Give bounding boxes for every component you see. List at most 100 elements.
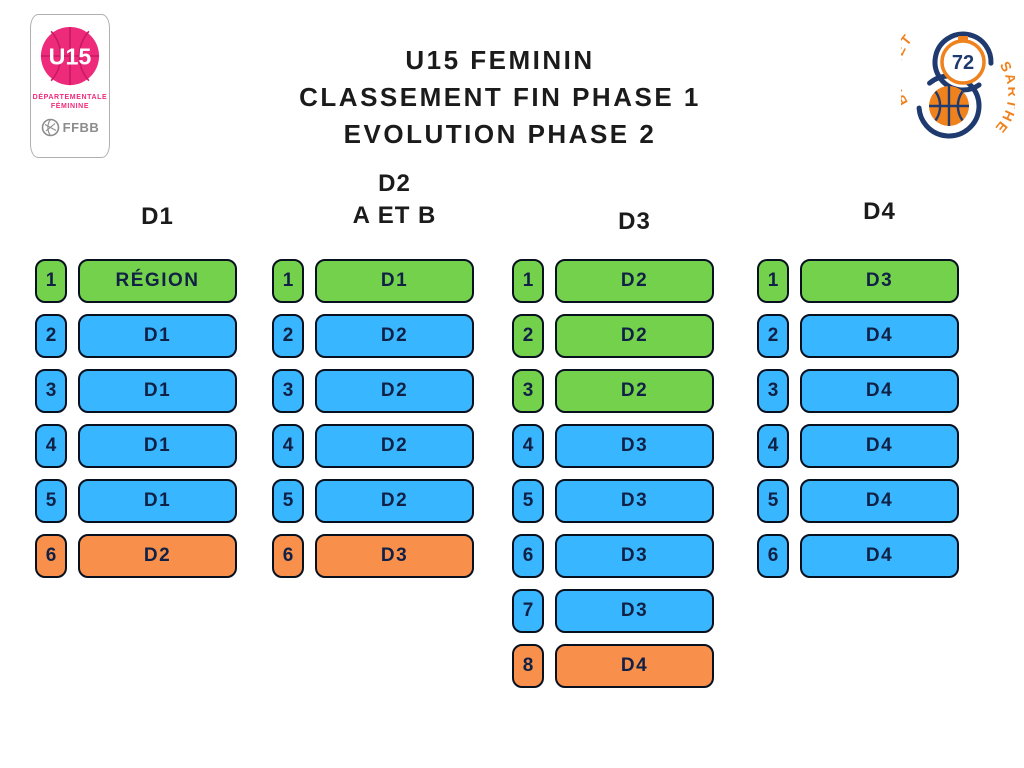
column-header-line: D1	[141, 203, 174, 230]
s-bottom-loop	[916, 73, 982, 139]
rank-cell: 4	[272, 424, 304, 468]
destination-cell: D2	[555, 314, 714, 358]
basket-sarthe-72-logo: 72 BASKET SARTHE	[886, 18, 1019, 146]
rank-cell: 7	[512, 589, 544, 633]
column-rows: 1 D1 2 D2 3 D2 4 D2 5 D2 6 D3	[272, 259, 474, 578]
column-header: D1	[78, 201, 237, 233]
destination-cell: D3	[800, 259, 959, 303]
rank-cell: 1	[512, 259, 544, 303]
destination-cell: D4	[555, 644, 714, 688]
rank-cell: 3	[512, 369, 544, 413]
standing-row: 1 D1	[272, 259, 474, 303]
standing-row: 2 D1	[35, 314, 237, 358]
rank-cell: 3	[272, 369, 304, 413]
u15-badge-text: U15	[49, 44, 92, 70]
rank-cell: 4	[757, 424, 789, 468]
rank-cell: 4	[35, 424, 67, 468]
destination-cell: D4	[800, 479, 959, 523]
column-rows: 1 D2 2 D2 3 D2 4 D3 5 D3 6 D3 7 D3 8 D4	[512, 259, 714, 688]
standing-row: 7 D3	[512, 589, 714, 633]
rank-cell: 5	[512, 479, 544, 523]
standing-row: 3 D1	[35, 369, 237, 413]
standing-row: 6 D2	[35, 534, 237, 578]
rank-cell: 6	[757, 534, 789, 578]
u15-basketball-icon: U15	[39, 25, 101, 87]
standing-row: 4 D3	[512, 424, 714, 468]
rank-cell: 5	[757, 479, 789, 523]
destination-cell: D3	[555, 534, 714, 578]
destination-cell: D1	[78, 369, 237, 413]
destination-cell: RÉGION	[78, 259, 237, 303]
rank-cell: 3	[35, 369, 67, 413]
page-title: U15 FEMININ CLASSEMENT FIN PHASE 1 EVOLU…	[190, 42, 810, 153]
rank-cell: 1	[272, 259, 304, 303]
destination-cell: D1	[78, 479, 237, 523]
column-rows: 1 D3 2 D4 3 D4 4 D4 5 D4 6 D4	[757, 259, 959, 578]
standing-row: 6 D3	[512, 534, 714, 578]
column-header-line: D3	[618, 208, 651, 235]
standing-row: 1 D3	[757, 259, 959, 303]
standing-row: 3 D4	[757, 369, 959, 413]
ffbb-logo: FFBB	[41, 118, 100, 137]
destination-cell: D4	[800, 424, 959, 468]
standing-row: 3 D2	[512, 369, 714, 413]
column-header-line: D4	[863, 198, 896, 225]
column-header-line: A ET B	[352, 202, 437, 229]
standing-row: 4 D2	[272, 424, 474, 468]
rank-cell: 2	[272, 314, 304, 358]
destination-cell: D4	[800, 369, 959, 413]
standing-row: 2 D2	[272, 314, 474, 358]
u15-departementale-badge: U15 DÉPARTEMENTALE FÉMININE FFBB	[30, 14, 110, 158]
standing-row: 1 RÉGION	[35, 259, 237, 303]
title-line-2: CLASSEMENT FIN PHASE 1	[299, 82, 701, 112]
destination-cell: D2	[78, 534, 237, 578]
badge-subtitle: DÉPARTEMENTALE FÉMININE	[32, 94, 108, 110]
standing-row: 2 D4	[757, 314, 959, 358]
rank-cell: 1	[757, 259, 789, 303]
rank-cell: 5	[272, 479, 304, 523]
destination-cell: D3	[315, 534, 474, 578]
rank-cell: 2	[35, 314, 67, 358]
logo-72-text: 72	[952, 52, 974, 74]
rank-cell: 8	[512, 644, 544, 688]
destination-cell: D3	[555, 479, 714, 523]
title-line-3: EVOLUTION PHASE 2	[343, 119, 657, 149]
logo-sarthe-text: SARTHE	[991, 59, 1019, 138]
destination-cell: D2	[315, 314, 474, 358]
destination-cell: D2	[315, 479, 474, 523]
basketball-icon	[929, 86, 969, 126]
rank-cell: 2	[757, 314, 789, 358]
standing-row: 4 D1	[35, 424, 237, 468]
standing-row: 3 D2	[272, 369, 474, 413]
svg-text:BASKET: BASKET	[901, 30, 916, 109]
rank-cell: 5	[35, 479, 67, 523]
destination-cell: D1	[78, 314, 237, 358]
standing-row: 6 D4	[757, 534, 959, 578]
ffbb-text: FFBB	[62, 120, 100, 135]
title-line-1: U15 FEMININ	[405, 45, 595, 75]
rank-cell: 6	[272, 534, 304, 578]
rank-cell: 3	[757, 369, 789, 413]
rank-cell: 2	[512, 314, 544, 358]
column-header: D2 A ET B	[315, 168, 474, 232]
standing-row: 6 D3	[272, 534, 474, 578]
standing-row: 5 D4	[757, 479, 959, 523]
standing-row: 5 D2	[272, 479, 474, 523]
column-header: D4	[800, 196, 959, 228]
destination-cell: D3	[555, 424, 714, 468]
svg-text:SARTHE: SARTHE	[991, 59, 1015, 138]
rank-cell: 1	[35, 259, 67, 303]
rank-cell: 6	[512, 534, 544, 578]
standing-row: 5 D3	[512, 479, 714, 523]
column-header: D3	[555, 206, 714, 238]
destination-cell: D4	[800, 314, 959, 358]
standing-row: 1 D2	[512, 259, 714, 303]
column-rows: 1 RÉGION 2 D1 3 D1 4 D1 5 D1 6 D2	[35, 259, 237, 578]
destination-cell: D4	[800, 534, 959, 578]
destination-cell: D2	[555, 259, 714, 303]
column-header-line: D2	[378, 170, 411, 197]
ffbb-ball-icon	[41, 118, 59, 137]
rank-cell: 4	[512, 424, 544, 468]
destination-cell: D3	[555, 589, 714, 633]
